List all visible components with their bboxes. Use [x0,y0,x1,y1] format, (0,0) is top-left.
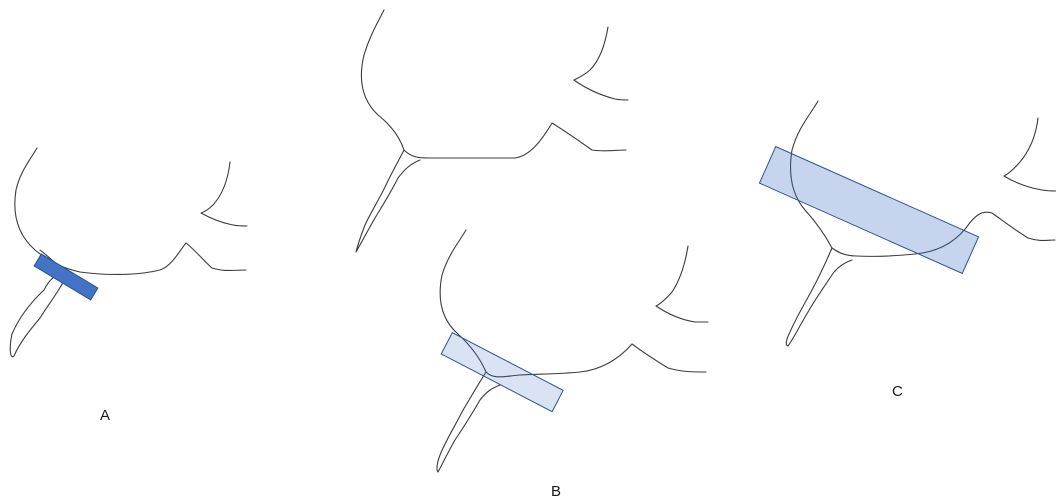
panel-b-upper-outline [361,10,626,158]
panel-b-upper [356,10,628,252]
panel-b-upper-ventral-process [356,150,420,252]
panel-b-upper-dorsal-line [574,27,628,100]
panel-label-c: C [892,384,903,399]
panel-b-lower-dorsal-line [656,246,708,322]
panel-a-outline [15,148,246,274]
panel-label-b: B [551,484,561,499]
panel-c [759,101,1056,346]
panel-label-a: A [100,408,110,423]
panel-c-ventral-process [786,248,852,346]
panel-c-highlight-bar [759,147,978,274]
panel-a-dorsal-line [201,162,247,226]
panel-b-highlight-bar [441,333,563,412]
panel-a-highlight-bar [34,254,98,300]
panel-a [10,148,247,357]
panel-c-dorsal-line [1004,118,1056,191]
panel-b-lower [437,230,708,472]
panel-b-lower-ventral-process [437,372,500,472]
